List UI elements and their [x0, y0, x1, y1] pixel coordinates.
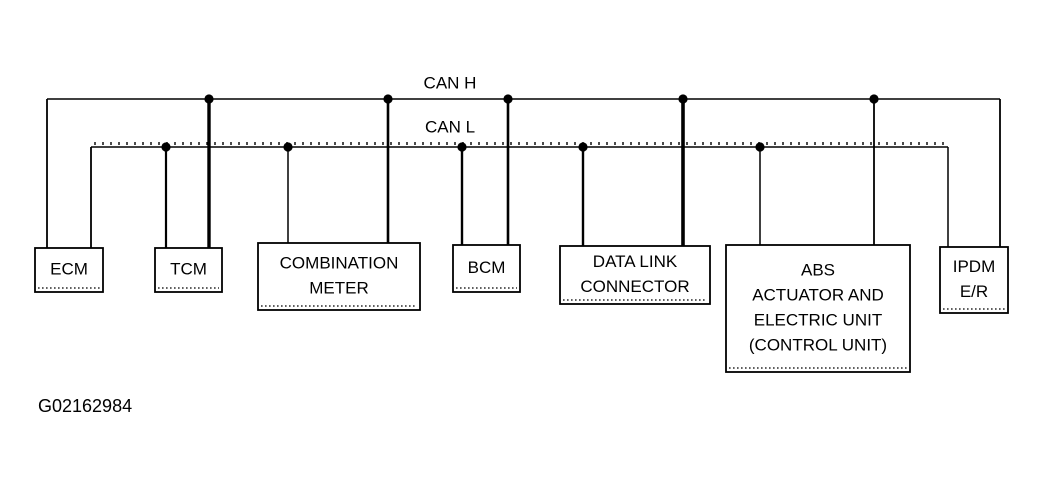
box-combination-meter[interactable] [257, 242, 421, 311]
label-abs-actuator-and-electric-unit: (CONTROL UNIT) [749, 335, 887, 354]
label-tcm: TCM [170, 259, 207, 278]
junction-dot-tcm-can-h [204, 94, 214, 104]
box-tcm[interactable] [154, 247, 223, 293]
label-ipdm-er: E/R [960, 282, 988, 301]
label-combination-meter: METER [309, 278, 369, 297]
figure-id-label: G02162984 [38, 396, 132, 416]
boxes-layer [34, 242, 1009, 373]
box-ecm[interactable] [34, 247, 104, 293]
junction-dot-abs-actuator-and-electric-unit-can-h [869, 94, 879, 104]
junction-dot-bcm-can-l [457, 142, 467, 152]
junction-dot-data-link-connector-can-h [678, 94, 688, 104]
wires-layer [46, 98, 1001, 248]
box-bcm[interactable] [452, 244, 521, 293]
bus-label-can-h: CAN H [424, 73, 477, 92]
junction-dot-data-link-connector-can-l [578, 142, 588, 152]
junction-dot-abs-actuator-and-electric-unit-can-l [755, 142, 765, 152]
junction-dot-bcm-can-h [503, 94, 513, 104]
label-ecm: ECM [50, 259, 88, 278]
box-ipdm-er[interactable] [939, 246, 1009, 314]
junction-dot-tcm-can-l [161, 142, 171, 152]
label-abs-actuator-and-electric-unit: ABS [801, 260, 835, 279]
box-data-link-connector[interactable] [559, 245, 711, 305]
label-combination-meter: COMBINATION [280, 253, 399, 272]
label-abs-actuator-and-electric-unit: ELECTRIC UNIT [754, 310, 882, 329]
label-data-link-connector: DATA LINK [593, 252, 678, 271]
junction-dot-combination-meter-can-h [383, 94, 393, 104]
bus-twist-marks-can-l [94, 142, 944, 145]
junction-dot-combination-meter-can-l [283, 142, 293, 152]
labels-layer: CAN H CAN L ECM TCM COMBINATION METER BCM DATA … [50, 73, 995, 354]
box-abs-actuator-and-electric-unit[interactable] [725, 244, 911, 373]
label-ipdm-er: IPDM [953, 257, 996, 276]
junctions-layer [161, 94, 879, 152]
label-data-link-connector: CONNECTOR [580, 277, 689, 296]
bus-label-can-l: CAN L [425, 117, 475, 136]
label-bcm: BCM [468, 258, 506, 277]
label-abs-actuator-and-electric-unit: ACTUATOR AND [752, 285, 884, 304]
